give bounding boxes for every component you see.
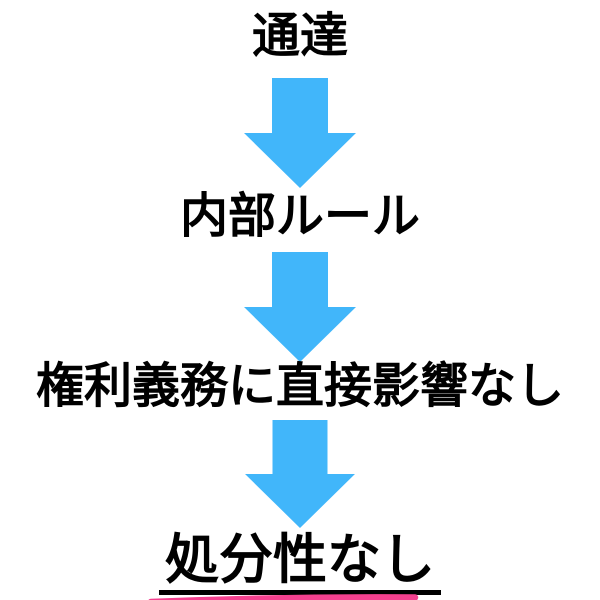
flow-step-1-label: 通達 (251, 10, 348, 63)
pink-marker-underline-icon (148, 594, 419, 600)
flow-step-2: 内部ルール (180, 190, 420, 244)
down-arrow-icon (244, 78, 356, 188)
down-arrow-icon (245, 420, 355, 528)
flow-step-2-label: 内部ルール (179, 190, 420, 243)
flow-step-3-label: 権利義務に直接影響なし (35, 360, 564, 413)
flow-step-4-label: 処分性なし (159, 532, 441, 595)
down-arrow-icon (244, 252, 356, 362)
flow-step-3: 権利義務に直接影響なし (36, 360, 564, 414)
flow-step-1: 通達 (252, 10, 348, 64)
flow-step-4: 処分性なし (148, 532, 441, 600)
